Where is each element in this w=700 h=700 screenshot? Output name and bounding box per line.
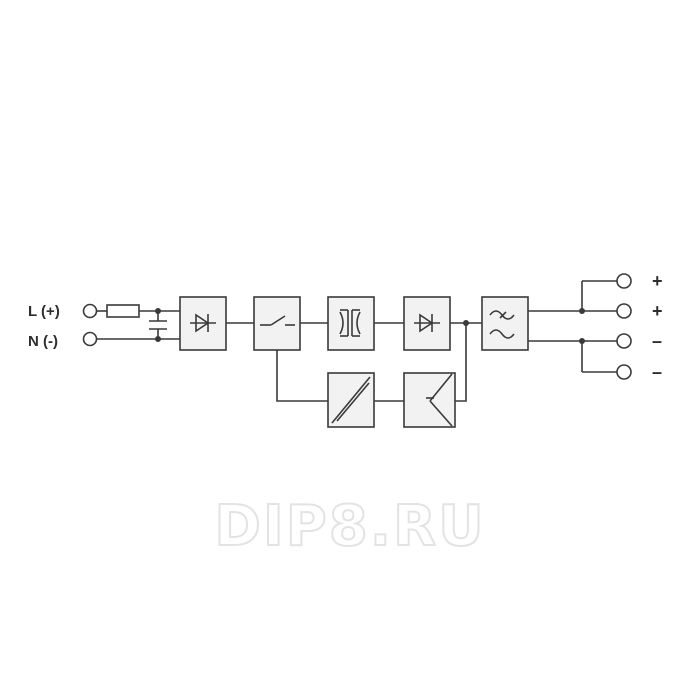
output-polarity-3: – — [652, 331, 662, 351]
output-polarity-4: – — [652, 362, 662, 382]
transformer-icon — [339, 309, 361, 337]
filter-icon — [489, 310, 515, 339]
output-polarity-1: + — [652, 271, 663, 291]
output-filter-block — [481, 296, 529, 351]
watermark-text: DIP8.RU — [214, 494, 485, 559]
neutral-input-terminal — [82, 331, 98, 347]
line-input-terminal — [82, 303, 98, 319]
line-wire — [96, 304, 180, 318]
neutral-input-label: N (-) — [28, 333, 58, 350]
output-positive-bus — [528, 280, 617, 314]
output-negative-bus — [528, 338, 617, 373]
output-terminal-4 — [616, 364, 632, 380]
output-rectifier-block — [403, 296, 451, 351]
line-input-label: L (+) — [28, 303, 60, 320]
output-polarity-2: + — [652, 301, 663, 321]
output-terminal-3 — [616, 333, 632, 349]
capacitor-icon — [149, 308, 167, 342]
wire-switch-to-control — [276, 350, 328, 402]
output-terminal-2 — [616, 303, 632, 319]
output-terminal-1 — [616, 273, 632, 289]
switching-stage-block — [253, 296, 301, 351]
converter-icon — [331, 376, 371, 424]
diode-icon — [414, 313, 440, 333]
input-rectifier-block — [179, 296, 227, 351]
transformer-block — [327, 296, 375, 351]
fuse-icon — [106, 304, 140, 318]
control-converter-block — [327, 372, 375, 428]
switch-icon — [260, 315, 295, 326]
diode-icon — [190, 313, 216, 333]
regulator-icon — [426, 373, 453, 427]
wire-regulator-to-junction — [455, 323, 467, 402]
feedback-regulator-block — [403, 372, 456, 428]
